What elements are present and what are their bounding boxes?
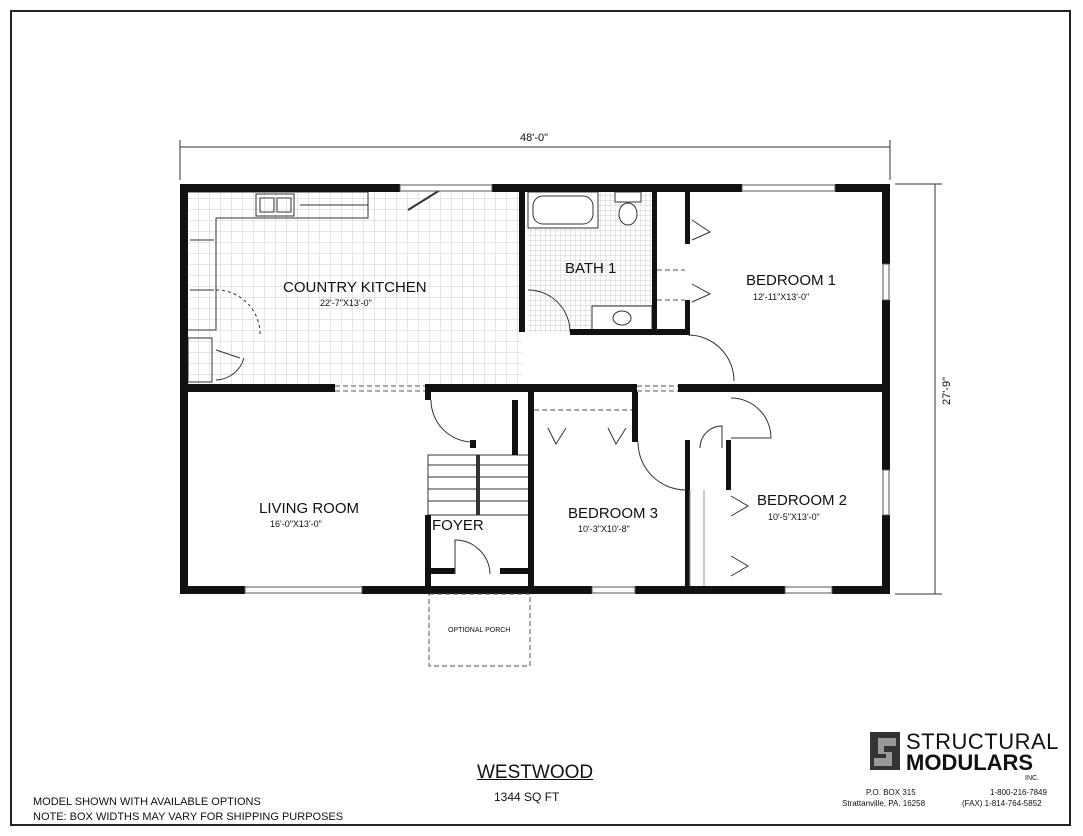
company-fax: (FAX) 1-814-764-5852 [962,799,1042,808]
depth-dimension-label: 27'-9" [941,377,953,405]
living-size: 16'-0"X13'-0" [270,519,322,529]
bath-fixtures [527,191,653,333]
porch-label: OPTIONAL PORCH [448,627,510,634]
walls [180,184,890,594]
stairs [427,454,531,516]
company-name-line2: MODULARS [906,750,1034,775]
company-name-line1: STRUCTURAL [906,729,1059,754]
company-address1: P.O. BOX 315 [866,788,916,797]
company-address2: Strattanville, PA. 16258 [842,799,926,808]
bedroom2-size: 10'-5"X13'-0" [768,512,820,522]
doors [430,219,772,586]
foyer-label: FOYER [432,517,484,534]
width-dimension [179,140,891,180]
width-dimension-label: 48'-0" [520,132,548,144]
company-logo-icon [870,732,900,770]
optional-porch [428,593,531,667]
company-phone: 1-800-216-7849 [990,788,1047,797]
bedroom2-label: BEDROOM 2 [757,492,847,509]
windows [244,184,890,594]
note-box-widths: NOTE: BOX WIDTHS MAY VARY FOR SHIPPING P… [33,811,344,823]
kitchen-size: 22'-7"X13'-0" [320,298,372,308]
depth-dimension [895,183,942,595]
bedroom1-size: 12'-11"X13'-0" [753,292,809,302]
living-label: LIVING ROOM [259,500,359,517]
cased-openings [335,269,685,411]
bedroom1-label: BEDROOM 1 [746,272,836,289]
model-area: 1344 SQ FT [494,790,560,804]
bath-label: BATH 1 [565,260,616,277]
company-suffix: INC. [1025,775,1039,782]
drawing-frame [10,10,1071,826]
bedroom3-size: 10'-3"X10'-8" [578,524,630,534]
kitchen-floor [188,192,522,384]
bedroom3-label: BEDROOM 3 [568,505,658,522]
note-options: MODEL SHOWN WITH AVAILABLE OPTIONS [33,796,261,808]
model-name: WESTWOOD [477,762,594,783]
kitchen-label: COUNTRY KITCHEN [283,279,427,296]
